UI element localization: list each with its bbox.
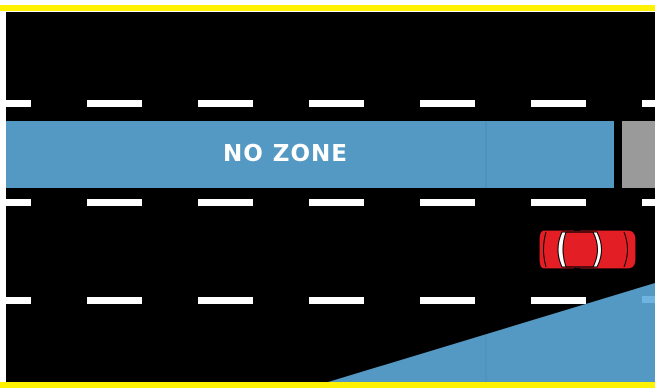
no-zone-divider (485, 121, 487, 188)
no-zone-label: NO ZONE (223, 141, 348, 167)
truck-rear-icon (622, 121, 655, 188)
no-zone-area: NO ZONE (6, 121, 614, 188)
blind-spot-area (328, 283, 655, 382)
red-car-icon (538, 228, 637, 271)
